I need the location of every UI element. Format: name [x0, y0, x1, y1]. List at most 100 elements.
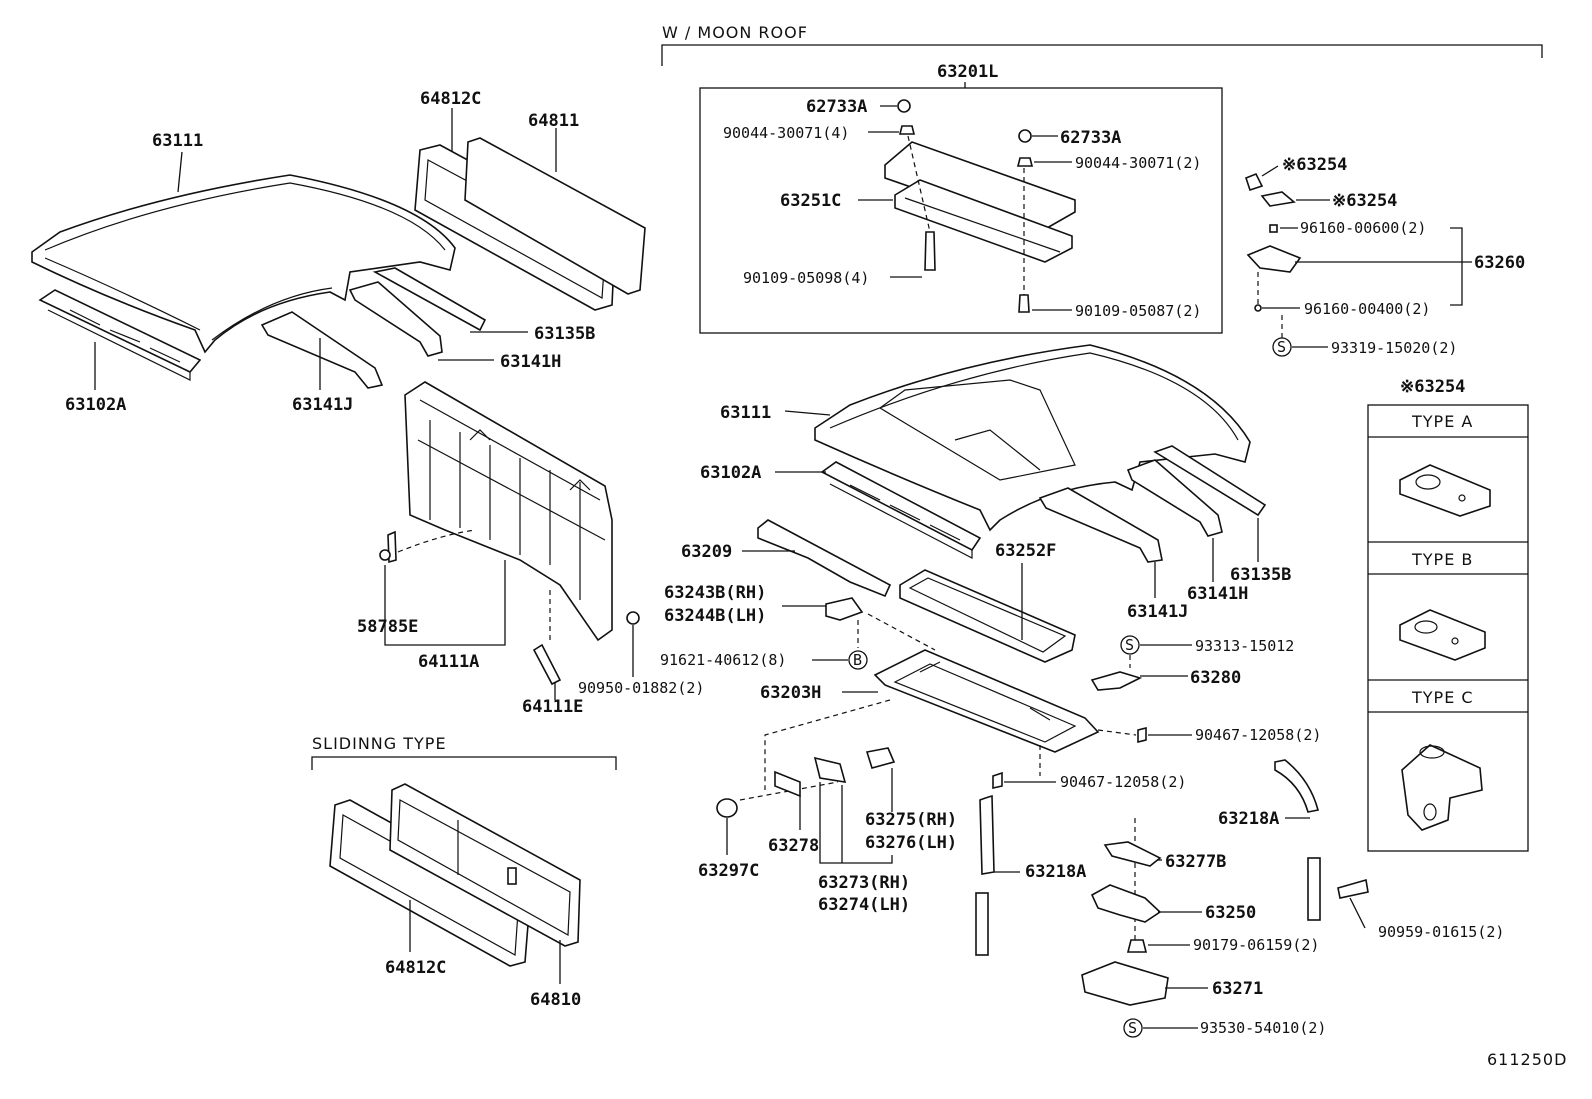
label-63250: 63250 — [1205, 903, 1256, 923]
bracket-63243B — [825, 597, 864, 621]
label-63277B: 63277B — [1165, 852, 1226, 872]
label-90044-2: 90044-30071(2) — [1075, 154, 1201, 172]
label-63141H-left: 63141H — [500, 352, 561, 372]
label-90044-4: 90044-30071(4) — [723, 124, 849, 142]
label-63102A-right: 63102A — [700, 463, 761, 483]
label-63254-2: ※63254 — [1332, 191, 1397, 211]
label-93319: 93319-15020(2) — [1331, 339, 1457, 357]
roof-bow-63141H-right — [1126, 459, 1223, 537]
cable-63280 — [1090, 671, 1143, 691]
label-64810: 64810 — [530, 990, 581, 1010]
link-63277B — [1103, 841, 1162, 867]
label-63141J-right: 63141J — [1127, 602, 1188, 622]
label-90109-4: 90109-05098(4) — [743, 269, 869, 287]
grommet-63297C — [716, 798, 738, 818]
label-63243B: 63243B(RH) — [664, 583, 766, 603]
drive-unit-63250 — [1090, 884, 1162, 923]
type-b-label: TYPE B — [1411, 550, 1473, 569]
drain-hose-63218A-right — [1274, 759, 1321, 921]
front-rail-right — [820, 461, 982, 559]
label-63141J-left: 63141J — [292, 395, 353, 415]
type-c-bracket-icon — [1401, 744, 1483, 831]
glass-weatherstrip-63252F — [899, 569, 1076, 663]
label-90109-2: 90109-05087(2) — [1075, 302, 1201, 320]
type-variants-box: ※63254 TYPE A TYPE B TYPE C — [1367, 377, 1529, 852]
label-63201L: 63201L — [937, 62, 998, 82]
label-64812C-bottom: 64812C — [385, 958, 446, 978]
label-63260: 63260 — [1474, 253, 1525, 273]
label-63111-right: 63111 — [720, 403, 771, 423]
label-64111E: 64111E — [522, 697, 583, 717]
label-63273: 63273(RH) — [818, 873, 910, 893]
label-63254-1: ※63254 — [1282, 155, 1347, 175]
label-96160-400: 96160-00400(2) — [1304, 300, 1430, 318]
deflector-63209 — [757, 519, 892, 598]
marker-s-3: S — [1128, 1019, 1137, 1037]
roof-rail-63135B-left — [372, 267, 487, 332]
label-63252F: 63252F — [995, 541, 1056, 561]
label-90467-a: 90467-12058(2) — [1195, 726, 1321, 744]
roof-bow-63141J-left — [260, 311, 384, 389]
label-63135B-right: 63135B — [1230, 565, 1291, 585]
type-b-bracket-icon — [1399, 609, 1486, 661]
label-93530: 93530-54010(2) — [1200, 1019, 1326, 1037]
label-63278: 63278 — [768, 836, 819, 856]
bracket-63275 — [865, 747, 896, 769]
label-63111-left: 63111 — [152, 131, 203, 151]
sunshade-box-63201L: 63201L 62733A 90044-30071(4) 63251C 9010… — [699, 62, 1223, 334]
back-panel-64111A — [404, 381, 613, 642]
sliding-window-frame — [329, 783, 581, 967]
label-93313: 93313-15012 — [1195, 637, 1294, 655]
label-90959: 90959-01615(2) — [1378, 923, 1504, 941]
types-heading: ※63254 — [1400, 377, 1465, 397]
label-64111A: 64111A — [418, 652, 479, 672]
type-a-label: TYPE A — [1411, 412, 1473, 431]
label-63280: 63280 — [1190, 668, 1241, 688]
label-58785E: 58785E — [357, 617, 418, 637]
label-63251C: 63251C — [780, 191, 841, 211]
front-rail-left — [38, 289, 202, 381]
marker-b: B — [853, 651, 862, 669]
label-62733A-2: 62733A — [1060, 128, 1121, 148]
cover-63271 — [1081, 961, 1169, 1006]
sliding-type-section: SLIDINNG TYPE — [311, 734, 617, 770]
label-96160-600: 96160-00600(2) — [1300, 219, 1426, 237]
moon-roof-heading: W / MOON ROOF — [662, 23, 808, 42]
type-c-label: TYPE C — [1411, 688, 1474, 707]
label-63218A-mid: 63218A — [1025, 862, 1086, 882]
moon-roof-section: W / MOON ROOF — [661, 23, 1543, 66]
label-63244B: 63244B(LH) — [664, 606, 766, 626]
sunroof-housing-63203H — [873, 649, 1100, 753]
label-63203H: 63203H — [760, 683, 821, 703]
bracket-63254-group: ※63254 ※63254 96160-00600(2) 63260 96160… — [1245, 155, 1525, 357]
roof-rail-63135B-right — [1153, 445, 1267, 517]
type-a-bracket-icon — [1399, 464, 1491, 517]
label-63297C: 63297C — [698, 861, 759, 881]
label-64812C-top: 64812C — [420, 89, 481, 109]
sliding-type-heading: SLIDINNG TYPE — [312, 734, 447, 753]
marker-s-1: S — [1277, 338, 1286, 356]
roof-panel-right — [814, 344, 1251, 532]
label-63271: 63271 — [1212, 979, 1263, 999]
label-90179: 90179-06159(2) — [1193, 936, 1319, 954]
label-62733A-1: 62733A — [806, 97, 867, 117]
label-91621: 91621-40612(8) — [660, 651, 786, 669]
label-63275: 63275(RH) — [865, 810, 957, 830]
label-64811: 64811 — [528, 111, 579, 131]
label-63102A-left: 63102A — [65, 395, 126, 415]
label-63274: 63274(LH) — [818, 895, 910, 915]
diagram-code: 611250D — [1487, 1050, 1567, 1069]
marker-s-2: S — [1125, 636, 1134, 654]
label-90950: 90950-01882(2) — [578, 679, 704, 697]
label-63209: 63209 — [681, 542, 732, 562]
hook-58785E — [379, 530, 397, 564]
label-90467-b: 90467-12058(2) — [1060, 773, 1186, 791]
bracket-63273 — [813, 756, 847, 783]
roof-bow-63141H-left — [348, 281, 443, 357]
roof-panel-left — [31, 174, 456, 354]
label-63218A-right: 63218A — [1218, 809, 1279, 829]
label-63135B-left: 63135B — [534, 324, 595, 344]
label-63141H-right: 63141H — [1187, 584, 1248, 604]
